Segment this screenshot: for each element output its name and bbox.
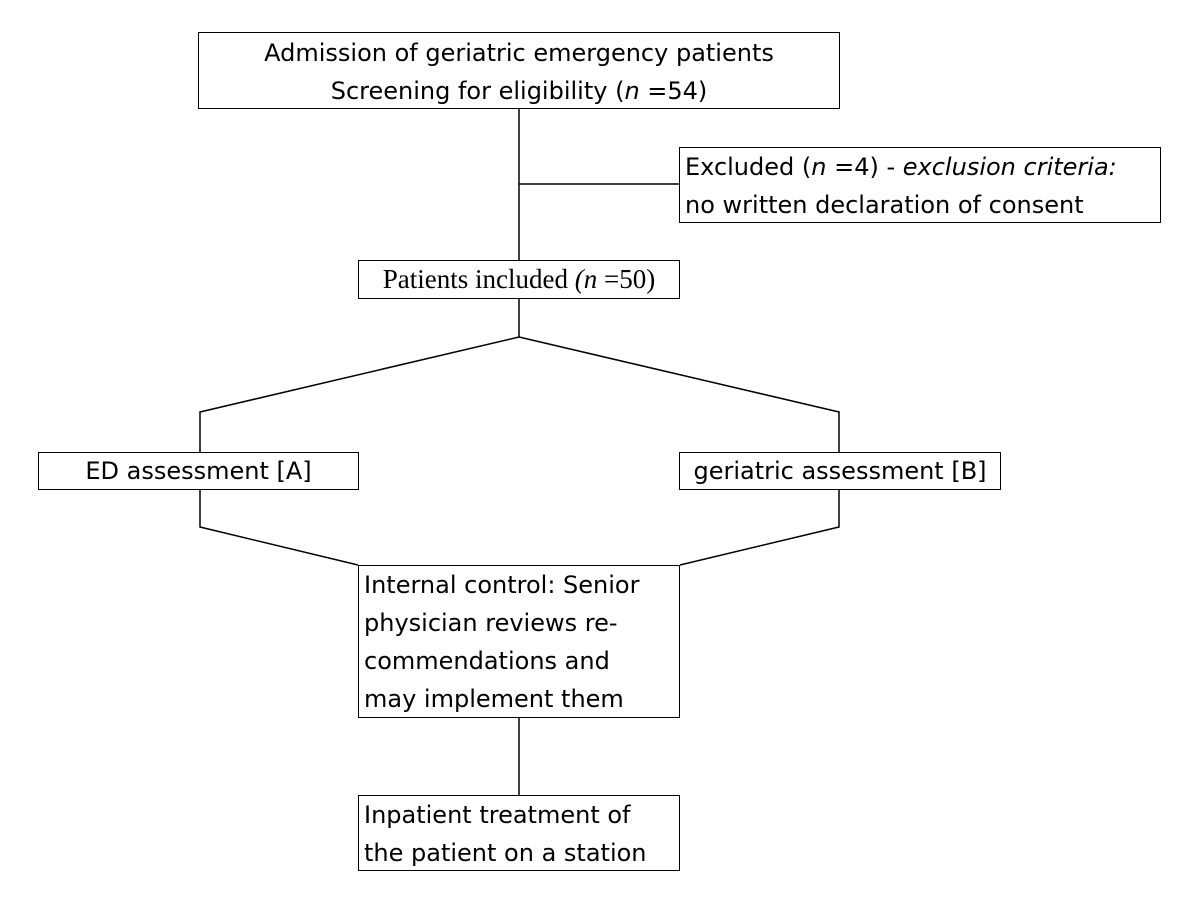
connector-split-right [518,336,840,452]
internal-control-line: may implement them [364,685,624,713]
excluded-n-symbol: n [811,153,827,181]
inpatient-line: the patient on a station [364,839,647,867]
patients-included-box: Patients included (n =50) [358,260,680,299]
screening-n-symbol: n [624,77,640,105]
screening-line: Screening for eligibility (n =54) [199,72,839,110]
included-line: Patients included (n =50) [359,261,679,297]
internal-control-line: commendations and [364,647,610,675]
inpatient-treatment-box: Inpatient treatment of the patient on a … [358,795,680,871]
ed-assessment-label: ED assessment [A] [85,457,312,485]
included-count: =50) [597,264,656,294]
excluded-count: =4) - [826,153,903,181]
included-prefix: Patients included [382,264,575,294]
inpatient-line: Inpatient treatment of [364,801,631,829]
internal-control-box: Internal control: Senior physician revie… [358,565,680,718]
excluded-line: Excluded (n =4) - exclusion criteria: [685,148,1160,186]
internal-control-line: Internal control: Senior [364,571,640,599]
geriatric-assessment-label: geriatric assessment [B] [693,457,987,485]
connector-merge-left [199,490,359,566]
admission-title: Admission of geriatric emergency patient… [264,39,774,67]
included-n-symbol: (n [574,264,598,294]
connector-split-left [199,336,520,452]
screening-count: =54) [639,77,708,105]
exclusion-criteria-label: exclusion criteria: [902,153,1117,181]
excluded-prefix: Excluded ( [685,153,812,181]
excluded-box: Excluded (n =4) - exclusion criteria: no… [679,147,1161,223]
ed-assessment-box: ED assessment [A] [38,452,359,490]
connector-merge-right [679,490,840,566]
exclusion-reason: no written declaration of consent [685,191,1084,219]
geriatric-assessment-box: geriatric assessment [B] [679,452,1001,490]
internal-control-line: physician reviews re- [364,609,618,637]
admission-screening-box: Admission of geriatric emergency patient… [198,32,840,109]
screening-prefix: Screening for eligibility ( [330,77,625,105]
